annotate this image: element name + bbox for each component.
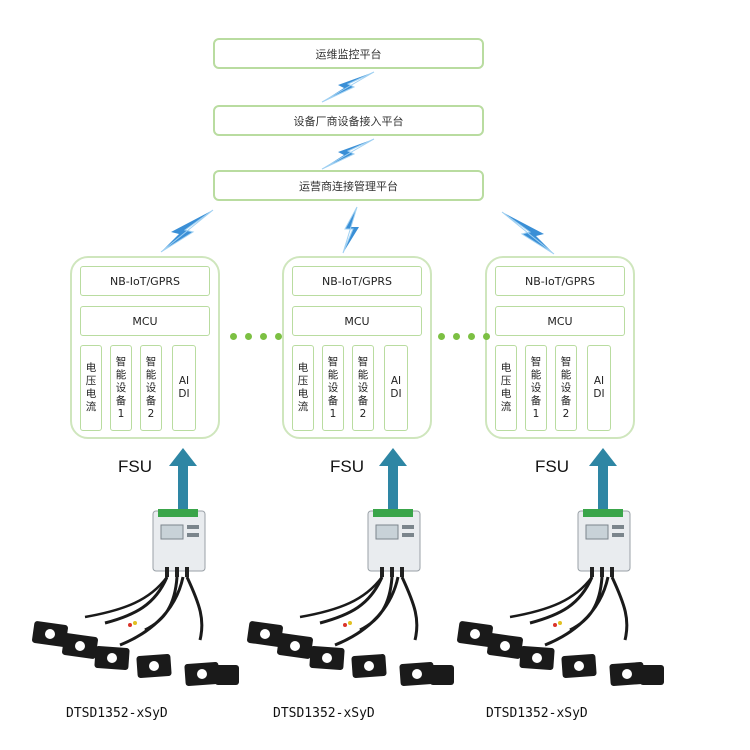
platform-label: 运维监控平台 bbox=[315, 47, 382, 61]
fsu-unit: NB-IoT/GPRS MCU 电压电流 智能设备1 智能设备2 AI DI bbox=[70, 256, 220, 439]
platform-vendor-access: 设备厂商设备接入平台 bbox=[213, 105, 484, 136]
device-model-label: DTSD1352-xSyD bbox=[273, 706, 375, 721]
fsu-label: FSU bbox=[330, 457, 364, 476]
wireless-link-icon bbox=[321, 138, 375, 170]
ai-di-module: AI DI bbox=[384, 345, 408, 431]
wireless-link-icon bbox=[321, 71, 375, 103]
mcu-module: MCU bbox=[292, 306, 422, 336]
fsu-label: FSU bbox=[118, 457, 152, 476]
fsu-label: FSU bbox=[535, 457, 569, 476]
arrow-up-icon bbox=[379, 448, 407, 510]
smart-device-2-module: 智能设备2 bbox=[352, 345, 374, 431]
network-module: NB-IoT/GPRS bbox=[292, 266, 422, 296]
wireless-link-icon bbox=[342, 206, 359, 254]
arrow-up-icon bbox=[589, 448, 617, 510]
arrow-up-icon bbox=[169, 448, 197, 510]
smart-device-1-module: 智能设备1 bbox=[525, 345, 547, 431]
device-model-label: DTSD1352-xSyD bbox=[486, 706, 588, 721]
mcu-module: MCU bbox=[495, 306, 625, 336]
ellipsis-dots bbox=[230, 333, 282, 340]
smart-device-1-module: 智能设备1 bbox=[322, 345, 344, 431]
ai-di-module: AI DI bbox=[172, 345, 196, 431]
platform-label: 设备厂商设备接入平台 bbox=[293, 114, 404, 128]
smart-device-1-module: 智能设备1 bbox=[110, 345, 132, 431]
meter-with-ct-sensors-icon bbox=[247, 509, 454, 686]
platform-label: 运营商连接管理平台 bbox=[299, 179, 398, 193]
meter-with-ct-sensors-icon bbox=[457, 509, 664, 686]
fsu-unit: NB-IoT/GPRS MCU 电压电流 智能设备1 智能设备2 AI DI bbox=[282, 256, 432, 439]
wireless-link-icon bbox=[160, 209, 214, 253]
ai-di-module: AI DI bbox=[587, 345, 611, 431]
device-model-label: DTSD1352-xSyD bbox=[66, 706, 168, 721]
smart-device-2-module: 智能设备2 bbox=[555, 345, 577, 431]
meter-with-ct-sensors-icon bbox=[32, 509, 239, 686]
platform-ops-monitoring: 运维监控平台 bbox=[213, 38, 484, 69]
voltage-current-module: 电压电流 bbox=[495, 345, 517, 431]
ellipsis-dots bbox=[438, 333, 490, 340]
network-module: NB-IoT/GPRS bbox=[80, 266, 210, 296]
fsu-unit: NB-IoT/GPRS MCU 电压电流 智能设备1 智能设备2 AI DI bbox=[485, 256, 635, 439]
voltage-current-module: 电压电流 bbox=[80, 345, 102, 431]
mcu-module: MCU bbox=[80, 306, 210, 336]
smart-device-2-module: 智能设备2 bbox=[140, 345, 162, 431]
voltage-current-module: 电压电流 bbox=[292, 345, 314, 431]
platform-carrier-connection: 运营商连接管理平台 bbox=[213, 170, 484, 201]
network-module: NB-IoT/GPRS bbox=[495, 266, 625, 296]
wireless-link-icon bbox=[501, 211, 555, 255]
